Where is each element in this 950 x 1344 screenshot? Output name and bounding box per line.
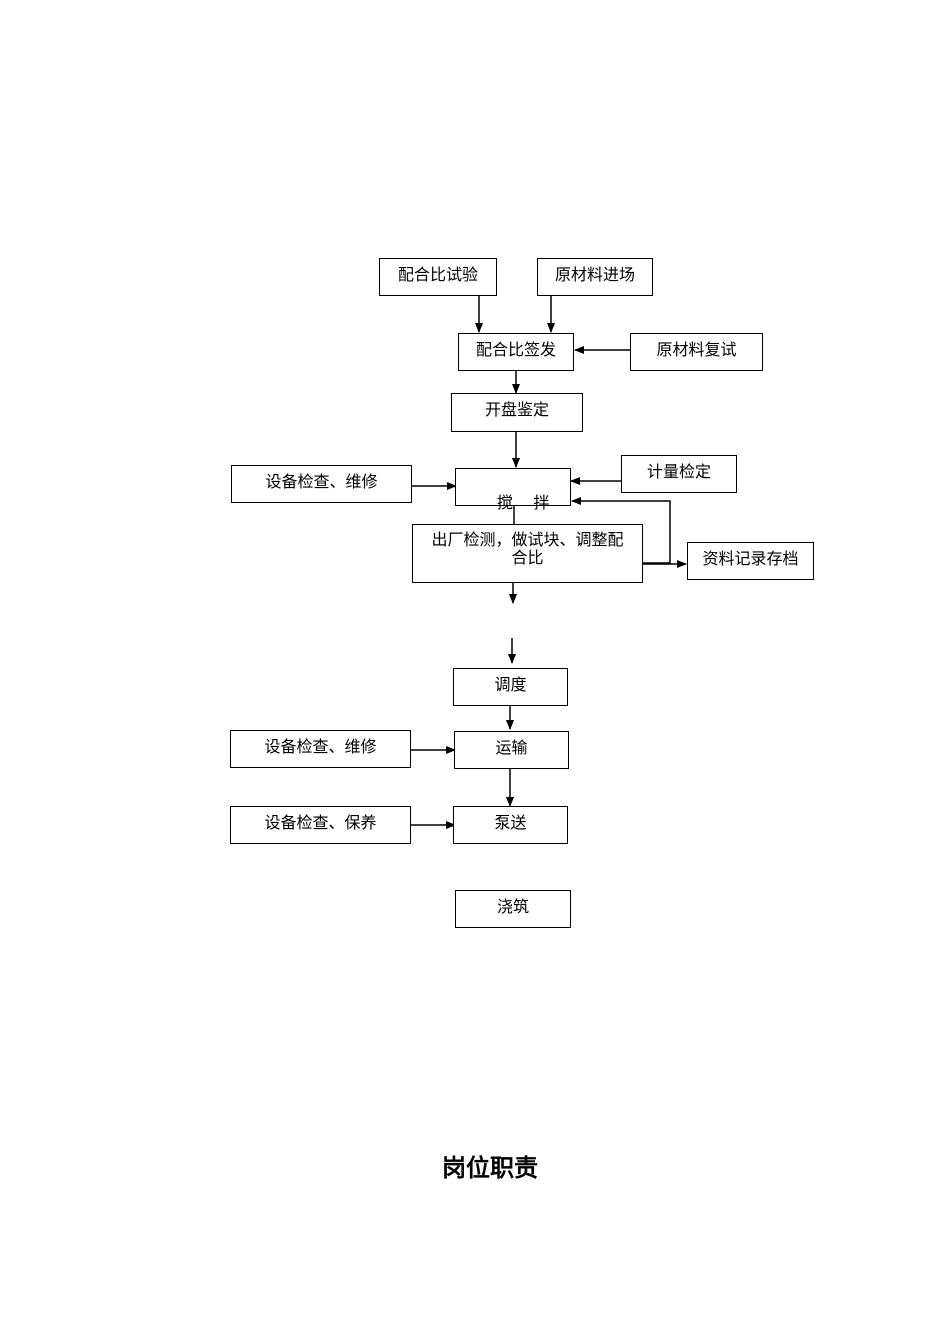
node-mix-issue-label: 配合比签发 — [475, 340, 556, 359]
node-factory-inspection-label: 出厂检测，做试块、调整配合比 — [431, 530, 624, 567]
node-dispatch-label: 调度 — [494, 675, 527, 694]
node-equipment-check-2: 设备检查、维修 — [230, 730, 411, 768]
section-heading: 岗位职责 — [442, 1154, 538, 1182]
node-dispatch: 调度 — [453, 668, 568, 706]
node-material-retest: 原材料复试 — [630, 333, 763, 371]
node-material-retest-label: 原材料复试 — [656, 340, 737, 359]
node-pumping: 泵送 — [453, 806, 568, 844]
node-mixing: 搅 拌 — [455, 468, 571, 512]
node-record-archive: 资料记录存档 — [687, 542, 814, 580]
node-record-archive-label: 资料记录存档 — [702, 549, 799, 568]
node-transport: 运输 — [454, 731, 569, 769]
node-equipment-check-3: 设备检查、保养 — [230, 806, 411, 844]
node-transport-label: 运输 — [495, 738, 528, 757]
node-material-arrival: 原材料进场 — [537, 258, 653, 296]
node-pumping-label: 泵送 — [494, 813, 527, 832]
node-mix-test-label: 配合比试验 — [397, 265, 478, 284]
arrow-feedback-to-mixing — [571, 497, 671, 564]
node-mix-issue: 配合比签发 — [458, 333, 574, 371]
node-equipment-check-1: 设备检查、维修 — [231, 465, 412, 503]
node-metering-calibration: 计量检定 — [621, 455, 737, 493]
node-material-arrival-label: 原材料进场 — [554, 265, 635, 284]
node-batch-verification: 开盘鉴定 — [451, 393, 583, 432]
node-metering-calibration-label: 计量检定 — [646, 462, 711, 481]
node-mix-test: 配合比试验 — [379, 258, 497, 296]
node-batch-verification-label: 开盘鉴定 — [484, 400, 549, 419]
node-equipment-check-1-label: 设备检查、维修 — [265, 472, 378, 491]
node-mixing-label: 搅 拌 — [496, 493, 550, 512]
node-equipment-check-3-label: 设备检查、保养 — [264, 813, 377, 832]
node-pouring-label: 浇筑 — [496, 897, 529, 916]
node-factory-inspection: 出厂检测，做试块、调整配合比 — [412, 524, 643, 583]
node-equipment-check-2-label: 设备检查、维修 — [264, 737, 377, 756]
node-pouring: 浇筑 — [455, 890, 571, 928]
